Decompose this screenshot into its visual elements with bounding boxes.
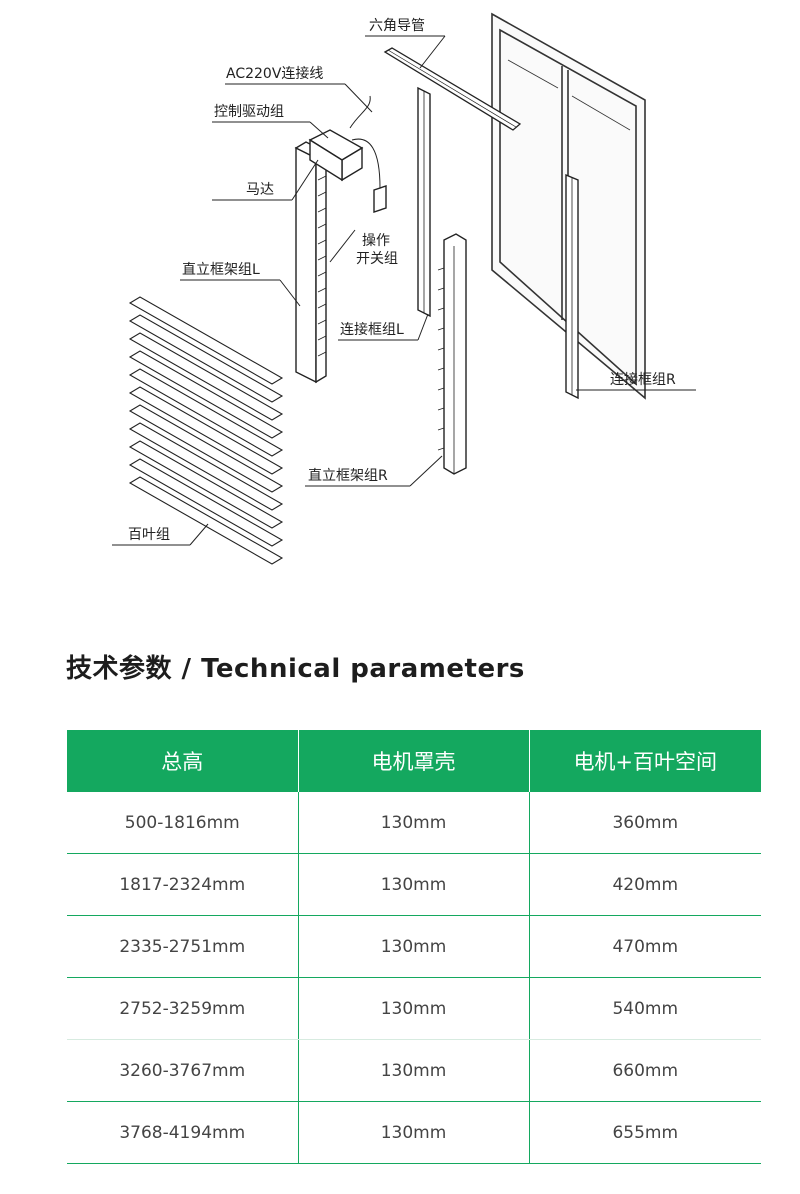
label-frame-left: 直立框架组L <box>182 261 260 278</box>
cell-total-height: 2752-3259mm <box>67 977 299 1040</box>
cell-motor-louver-space: 540mm <box>529 977 761 1040</box>
label-connector-right: 连接框组R <box>610 371 676 388</box>
upright-frame-l-part <box>294 95 387 384</box>
cell-total-height: 3260-3767mm <box>67 1039 299 1102</box>
cell-motor-louver-space: 470mm <box>529 915 761 978</box>
cell-motor-louver-space: 360mm <box>529 792 761 854</box>
label-hex-guide-tube: 六角导管 <box>369 18 425 34</box>
header-motor-louver-space: 电机+百叶空间 <box>529 730 761 792</box>
louver-set-part <box>128 296 284 565</box>
upright-frame-r-part <box>437 233 467 475</box>
cell-motor-housing: 130mm <box>298 1039 530 1102</box>
technical-parameters-table: 总高 电机罩壳 电机+百叶空间 500-1816mm 130mm 360mm 1… <box>67 730 761 1164</box>
label-motor: 马达 <box>246 182 274 198</box>
cell-motor-louver-space: 420mm <box>529 853 761 916</box>
cell-total-height: 500-1816mm <box>67 792 299 854</box>
leader-lines <box>112 35 696 546</box>
table-row: 2752-3259mm 130mm 540mm <box>67 977 761 1040</box>
cell-total-height: 2335-2751mm <box>67 915 299 978</box>
label-control-drive: 控制驱动组 <box>214 104 284 120</box>
cell-motor-louver-space: 655mm <box>529 1101 761 1164</box>
connector-frame-r-part <box>565 173 579 400</box>
table-row: 3768-4194mm 130mm 655mm <box>67 1101 761 1164</box>
label-ac-cable: AC220V连接线 <box>226 65 323 82</box>
cell-total-height: 3768-4194mm <box>67 1101 299 1164</box>
label-switch-line1: 操作 <box>362 233 390 249</box>
table-row: 500-1816mm 130mm 360mm <box>67 792 761 854</box>
table-row: 1817-2324mm 130mm 420mm <box>67 853 761 916</box>
section-title: 技术参数 / Technical parameters <box>66 654 525 684</box>
cell-motor-housing: 130mm <box>298 792 530 854</box>
table-row: 3260-3767mm 130mm 660mm <box>67 1039 761 1102</box>
header-motor-housing: 电机罩壳 <box>298 730 530 792</box>
connector-frame-l-part <box>417 86 431 318</box>
header-total-height: 总高 <box>67 730 299 792</box>
cell-motor-louver-space: 660mm <box>529 1039 761 1102</box>
label-switch-line2: 开关组 <box>356 251 398 267</box>
exploded-assembly-diagram: 六角导管 AC220V连接线 控制驱动组 马达 操作 开关组 直立框架组L 连接… <box>112 12 696 565</box>
label-louver: 百叶组 <box>128 527 170 543</box>
label-frame-right: 直立框架组R <box>308 467 388 484</box>
label-connector-left: 连接框组L <box>340 321 404 338</box>
cell-motor-housing: 130mm <box>298 1101 530 1164</box>
table-header-row: 总高 电机罩壳 电机+百叶空间 <box>67 730 761 792</box>
cell-motor-housing: 130mm <box>298 915 530 978</box>
table-row: 2335-2751mm 130mm 470mm <box>67 915 761 978</box>
cell-motor-housing: 130mm <box>298 977 530 1040</box>
cell-total-height: 1817-2324mm <box>67 853 299 916</box>
hex-guide-tube-part <box>383 47 522 131</box>
cell-motor-housing: 130mm <box>298 853 530 916</box>
